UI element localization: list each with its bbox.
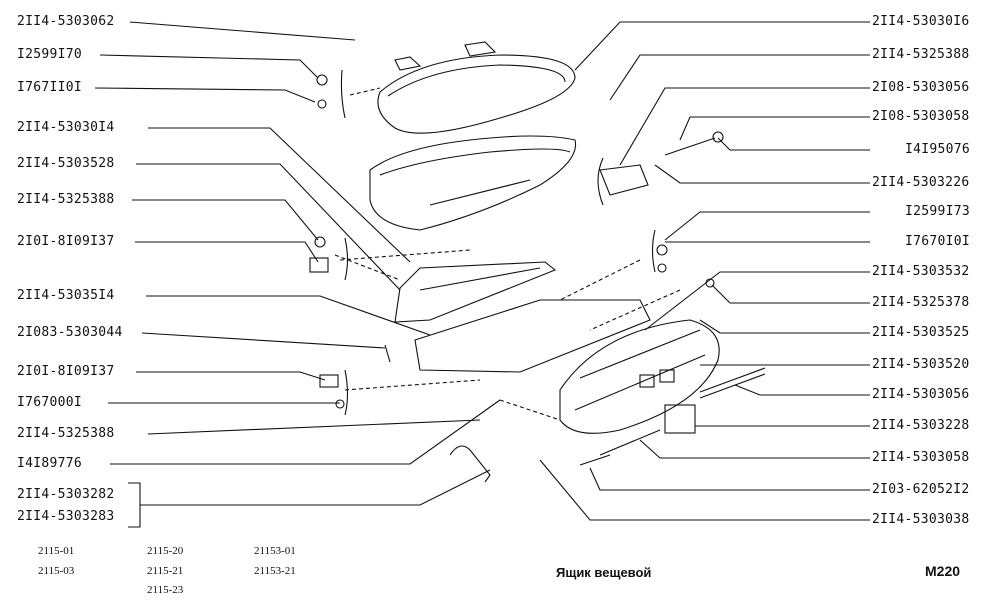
label-right-13: 2II4-5303056: [872, 387, 970, 402]
label-right-8: I7670I0I: [905, 234, 971, 249]
label-right-6: 2II4-5303226: [872, 175, 970, 190]
label-right-7: I2599I73: [905, 204, 971, 219]
label-left-7: 2I0I-8I09I37: [17, 234, 115, 249]
model-code: 2115-23: [147, 584, 184, 596]
label-right-10: 2II4-5325378: [872, 295, 970, 310]
label-right-3: 2I08-5303056: [872, 80, 970, 95]
label-left-13: I4I89776: [17, 456, 83, 471]
model-code: 2115-03: [38, 565, 75, 577]
label-right-12: 2II4-5303520: [872, 357, 970, 372]
label-right-14: 2II4-5303228: [872, 418, 970, 433]
label-left-11: I767000I: [17, 395, 83, 410]
model-code: 21153-21: [254, 565, 296, 577]
diagram-title: Ящик вещевой: [556, 565, 652, 580]
label-left-8: 2II4-53035I4: [17, 288, 115, 303]
label-left-15: 2II4-5303283: [17, 509, 115, 524]
label-left-4: 2II4-53030I4: [17, 120, 115, 135]
diagram-code: M220: [925, 563, 961, 579]
label-right-15: 2II4-5303058: [872, 450, 970, 465]
label-right-9: 2II4-5303532: [872, 264, 970, 279]
label-left-6: 2II4-5325388: [17, 192, 115, 207]
model-code: 2115-20: [147, 545, 184, 557]
label-right-2: 2II4-5325388: [872, 47, 970, 62]
label-right-4: 2I08-5303058: [872, 109, 970, 124]
model-code: 2115-21: [147, 565, 184, 577]
label-left-1: 2II4-5303062: [17, 14, 115, 29]
label-right-16: 2I03-62052I2: [872, 482, 970, 497]
label-left-5: 2II4-5303528: [17, 156, 115, 171]
model-code: 21153-01: [254, 545, 296, 557]
label-left-9: 2I083-5303044: [17, 325, 123, 340]
label-right-17: 2II4-5303038: [872, 512, 970, 527]
label-left-2: I2599I70: [17, 47, 83, 62]
label-left-10: 2I0I-8I09I37: [17, 364, 115, 379]
label-left-12: 2II4-5325388: [17, 426, 115, 441]
model-code: 2115-01: [38, 545, 75, 557]
label-right-1: 2II4-53030I6: [872, 14, 970, 29]
label-left-14: 2II4-5303282: [17, 487, 115, 502]
label-left-3: I767II0I: [17, 80, 83, 95]
label-right-11: 2II4-5303525: [872, 325, 970, 340]
label-right-5: I4I95076: [905, 142, 971, 157]
